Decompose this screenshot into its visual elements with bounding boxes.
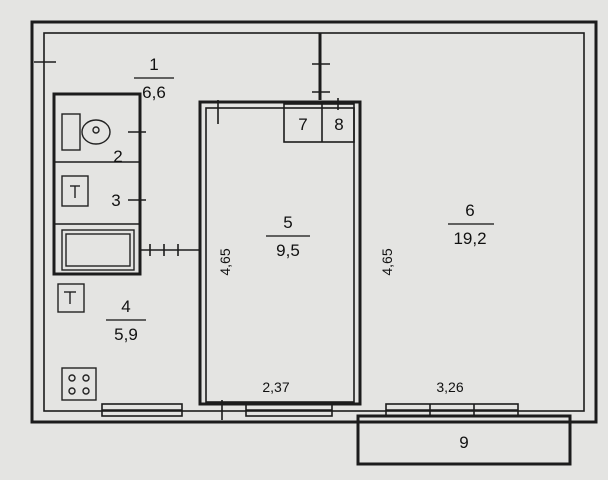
room-number: 1 <box>149 55 158 74</box>
room-3-label: 3 <box>111 191 120 210</box>
room-area: 5,9 <box>114 325 138 344</box>
kitchen-sink-icon <box>57 283 85 313</box>
room-8-label: 8 <box>334 115 343 134</box>
room-6-label: 6 19,2 <box>448 201 494 248</box>
room-9-label: 9 <box>459 433 468 452</box>
room-2-label: 2 <box>113 147 122 166</box>
door-ticks <box>34 61 339 420</box>
outer-walls <box>30 20 598 424</box>
room-area: 19,2 <box>453 229 486 248</box>
room-6-width-dimension: 3,26 <box>436 379 463 395</box>
windows <box>101 403 519 417</box>
room-5-width-dimension: 2,37 <box>262 379 289 395</box>
bathtub-icon <box>61 229 135 271</box>
stove-icon <box>61 367 97 401</box>
interior-walls <box>52 33 362 406</box>
room-number: 6 <box>465 201 474 220</box>
room-5-label: 5 9,5 <box>266 213 310 260</box>
room-5-height-dimension: 4,65 <box>217 248 233 275</box>
room-1-label: 1 6,6 <box>134 55 174 102</box>
toilet-icon <box>61 113 111 151</box>
room-area: 6,6 <box>142 83 166 102</box>
room-number: 4 <box>121 297 130 316</box>
room-number: 5 <box>283 213 292 232</box>
room-area: 9,5 <box>276 241 300 260</box>
room-6-height-dimension: 4,65 <box>379 248 395 275</box>
sink-icon <box>61 175 89 207</box>
room-7-label: 7 <box>298 115 307 134</box>
room-4-label: 4 5,9 <box>106 297 146 344</box>
